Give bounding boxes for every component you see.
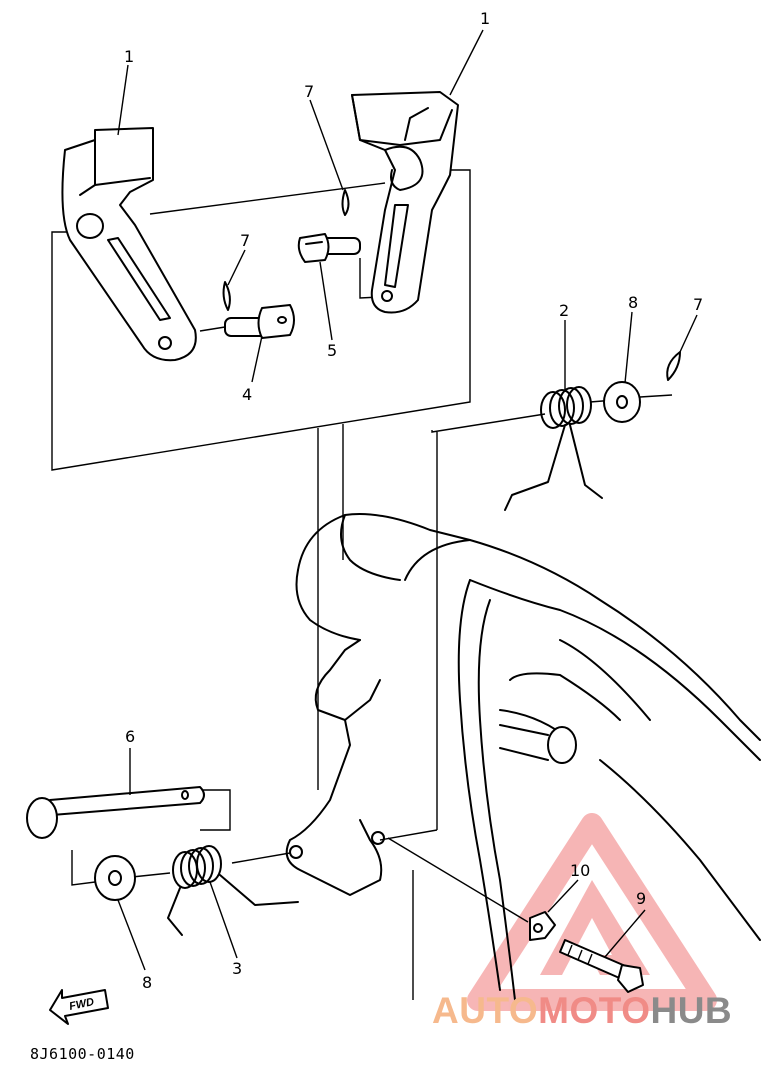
part-label: 7	[304, 82, 314, 101]
part-label: 7	[240, 231, 250, 250]
part-label: 8	[142, 973, 152, 992]
nut-part-10	[529, 911, 556, 941]
part-label: 1	[124, 47, 134, 66]
clevis-pin-part-5	[297, 233, 361, 263]
bracket-right-part-1	[351, 91, 459, 314]
watermark-brand: AUTOMOTOHUB	[432, 990, 732, 1032]
brand-part-moto: MOTO	[538, 990, 651, 1031]
part-label: 8	[628, 293, 638, 312]
torsion-spring-part-3	[167, 845, 299, 936]
torsion-spring-part-2	[504, 386, 603, 511]
long-pin-part-6	[26, 786, 205, 839]
part-label: 5	[327, 341, 337, 360]
part-label: 1	[480, 9, 490, 28]
diagram-code: 8J6100-0140	[30, 1045, 135, 1063]
part-label: 6	[125, 727, 135, 746]
part-label: 7	[693, 295, 703, 314]
washer-lower-part-8	[94, 855, 136, 901]
part-label: 3	[232, 959, 242, 978]
part-labels: 1 1 7 7 7 2 8 4 5 6 3 8 10 9	[124, 9, 703, 992]
cotter-pin-right	[666, 351, 681, 381]
brand-part-auto: AUTO	[432, 990, 539, 1031]
bracket-left-part-1	[61, 127, 197, 362]
cotter-pin-top-center	[341, 189, 350, 216]
cotter-pin-left	[222, 281, 231, 311]
clevis-pin-part-4	[224, 304, 295, 339]
main-frame	[285, 513, 761, 1001]
part-label: 9	[636, 889, 646, 908]
part-label: 10	[570, 861, 590, 880]
fwd-label: FWD	[68, 996, 95, 1013]
brand-part-hub: HUB	[650, 990, 733, 1031]
fwd-arrow-icon: FWD	[49, 989, 109, 1025]
part-label: 2	[559, 301, 569, 320]
part-label: 4	[242, 385, 252, 404]
bolt-part-9	[559, 939, 644, 993]
leader-lines	[117, 29, 698, 971]
washer-upper-part-8	[603, 381, 641, 423]
